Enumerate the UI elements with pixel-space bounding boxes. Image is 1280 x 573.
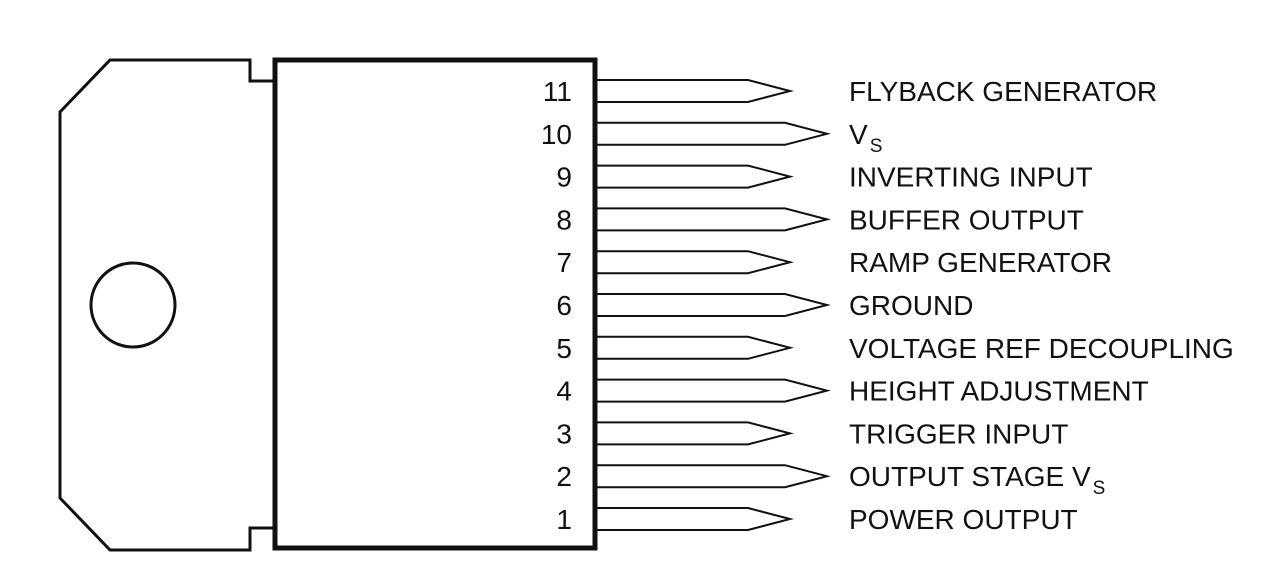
- pin-1: 1 POWER OUTPUT: [556, 504, 1077, 535]
- pin-label-text: HEIGHT ADJUSTMENT: [849, 376, 1149, 407]
- pin-label: FLYBACK GENERATOR: [849, 76, 1157, 107]
- pin-label-text: VOLTAGE REF DECOUPLING: [849, 333, 1234, 364]
- pin-label: TRIGGER INPUT: [849, 418, 1068, 449]
- pin-number: 10: [541, 119, 572, 150]
- pin-number: 3: [556, 418, 572, 449]
- pin-6: 6 GROUND: [556, 290, 973, 321]
- pin-7: 7 RAMP GENERATOR: [556, 247, 1112, 278]
- pin-lead: [597, 79, 794, 103]
- heatsink-tab: [58, 58, 274, 552]
- pin-lead: [597, 293, 831, 317]
- pin-9: 9 INVERTING INPUT: [556, 162, 1092, 193]
- pin-label: BUFFER OUTPUT: [849, 204, 1084, 235]
- pin-label-subscript: S: [870, 136, 883, 157]
- pin-11: 11 FLYBACK GENERATOR: [543, 76, 1157, 107]
- pin-lead: [597, 378, 831, 403]
- pin-number: 6: [556, 290, 572, 321]
- pin-label: POWER OUTPUT: [849, 504, 1078, 535]
- pin-lead: [597, 464, 831, 489]
- pin-number: 5: [556, 333, 572, 364]
- pin-number: 7: [556, 247, 572, 278]
- pin-4: 4 HEIGHT ADJUSTMENT: [556, 376, 1148, 407]
- pin-8: 8 BUFFER OUTPUT: [556, 204, 1083, 235]
- pin-label: GROUND: [849, 290, 973, 321]
- pin-number: 2: [556, 461, 572, 492]
- package-body: [272, 57, 598, 551]
- pin-label-subscript: S: [1093, 478, 1106, 499]
- pin-lead: [597, 250, 794, 275]
- pin-label-text: OUTPUT STAGE V: [849, 461, 1091, 492]
- pin-label: INVERTING INPUT: [849, 162, 1093, 193]
- mounting-hole: [89, 261, 177, 349]
- pin-lead: [597, 335, 794, 360]
- pin-label-text: POWER OUTPUT: [849, 504, 1078, 535]
- pin-3: 3 TRIGGER INPUT: [556, 418, 1068, 449]
- pin-number: 8: [556, 204, 572, 235]
- pin-label-text: RAMP GENERATOR: [849, 247, 1112, 278]
- pin-lead: [597, 164, 794, 189]
- pin-label: HEIGHT ADJUSTMENT: [849, 376, 1149, 407]
- pin-label: RAMP GENERATOR: [849, 247, 1112, 278]
- pin-lead: [597, 121, 831, 146]
- pin-lead: [597, 507, 794, 531]
- pin-number: 9: [556, 162, 572, 193]
- pin-label: VOLTAGE REF DECOUPLING: [849, 333, 1234, 364]
- pin-label-text: V: [849, 119, 868, 150]
- pin-label-text: TRIGGER INPUT: [849, 418, 1068, 449]
- pin-label-text: BUFFER OUTPUT: [849, 204, 1084, 235]
- pin-5: 5 VOLTAGE REF DECOUPLING: [556, 333, 1233, 364]
- pin-number: 4: [556, 376, 572, 407]
- pin-lead: [597, 207, 831, 232]
- pin-label-text: GROUND: [849, 290, 973, 321]
- pin-number: 1: [556, 504, 572, 535]
- pin-label-text: INVERTING INPUT: [849, 162, 1093, 193]
- pin-lead: [597, 421, 794, 446]
- pin-label-text: FLYBACK GENERATOR: [849, 76, 1157, 107]
- pin-number: 11: [543, 76, 572, 107]
